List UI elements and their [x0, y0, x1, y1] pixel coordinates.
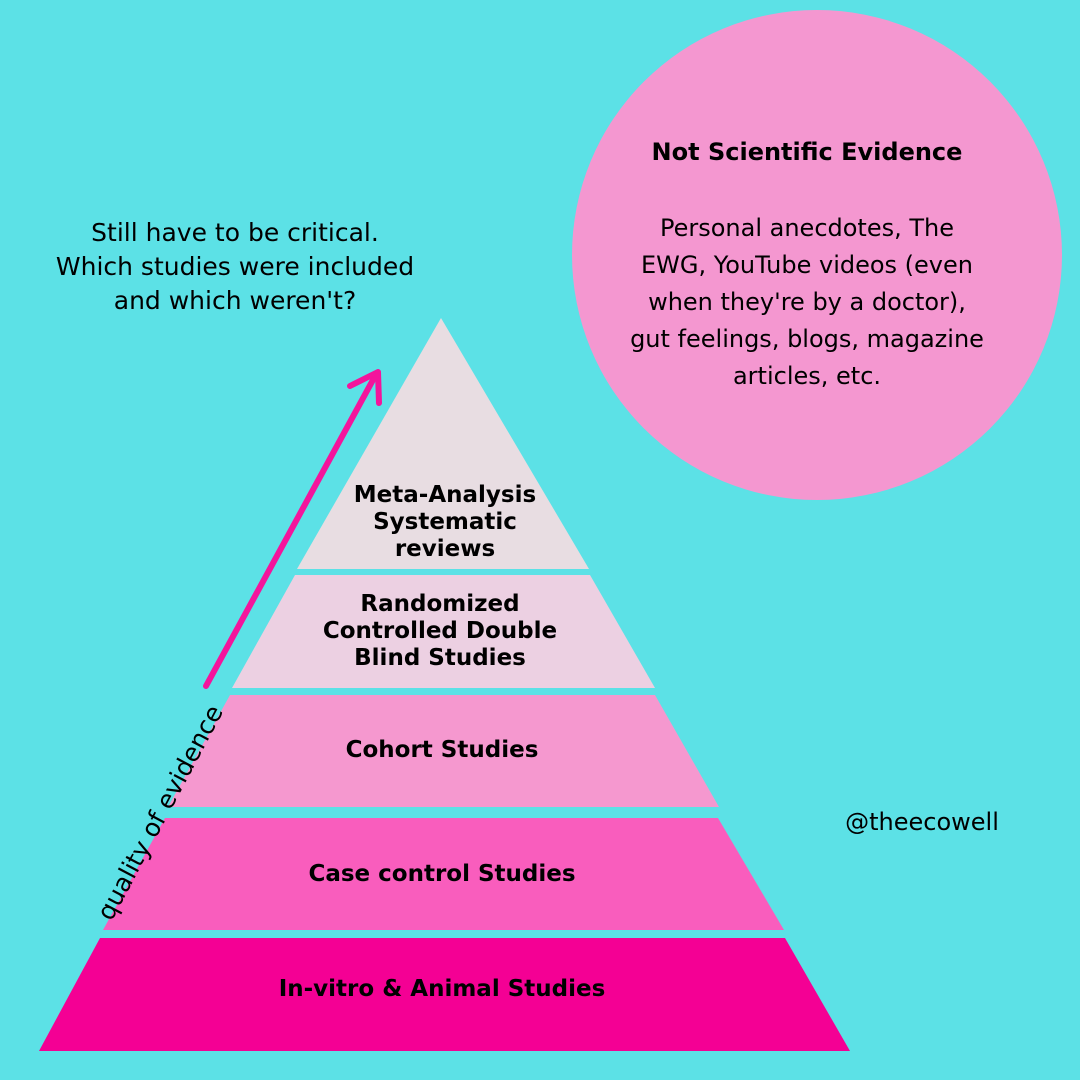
tier-label-line: Case control Studies: [308, 861, 576, 887]
critical-note-line: and which weren't?: [113, 286, 357, 315]
tier-randomized-label: Randomized Controlled Double Blind Studi…: [280, 591, 600, 672]
not-scientific-line: articles, etc.: [732, 362, 882, 390]
tier-label-line: Systematic: [373, 509, 517, 535]
tier-label-line: reviews: [394, 536, 496, 562]
quality-arrow-head: [347, 369, 382, 406]
critical-note: Still have to be critical. Which studies…: [20, 216, 450, 318]
author-handle: @theecowell: [845, 808, 999, 836]
tier-meta-analysis-shape: [297, 318, 589, 569]
tier-label-line: Randomized: [360, 591, 520, 617]
tier-case-control-label: Case control Studies: [202, 861, 682, 888]
tier-cohort-shape: [168, 695, 719, 807]
not-scientific-body: Personal anecdotes, The EWG, YouTube vid…: [596, 210, 1018, 395]
tier-label-line: Cohort Studies: [345, 737, 539, 763]
critical-note-line: Still have to be critical.: [91, 218, 379, 247]
tier-label-line: Controlled Double: [322, 618, 558, 644]
tier-case-control-shape: [103, 818, 784, 930]
tier-in-vitro-shape: [39, 938, 850, 1051]
tier-label-line: Blind Studies: [354, 645, 526, 671]
not-scientific-line: gut feelings, blogs, magazine: [630, 325, 984, 353]
tier-label-line: In-vitro & Animal Studies: [278, 976, 606, 1002]
tier-randomized-shape: [232, 575, 655, 688]
critical-note-line: Which studies were included: [55, 252, 415, 281]
not-scientific-line: when they're by a doctor),: [648, 288, 966, 316]
quality-arrow-shaft: [203, 375, 377, 689]
tier-label-line: Meta-Analysis: [353, 482, 537, 508]
not-scientific-circle: [572, 10, 1062, 500]
not-scientific-line: Personal anecdotes, The: [659, 214, 955, 242]
not-scientific-line: EWG, YouTube videos (even: [641, 251, 973, 279]
tier-cohort-label: Cohort Studies: [242, 737, 642, 764]
tier-in-vitro-label: In-vitro & Animal Studies: [172, 976, 712, 1003]
tier-meta-analysis-label: Meta-Analysis Systematic reviews: [305, 482, 585, 563]
not-scientific-title: Not Scientific Evidence: [651, 138, 963, 166]
